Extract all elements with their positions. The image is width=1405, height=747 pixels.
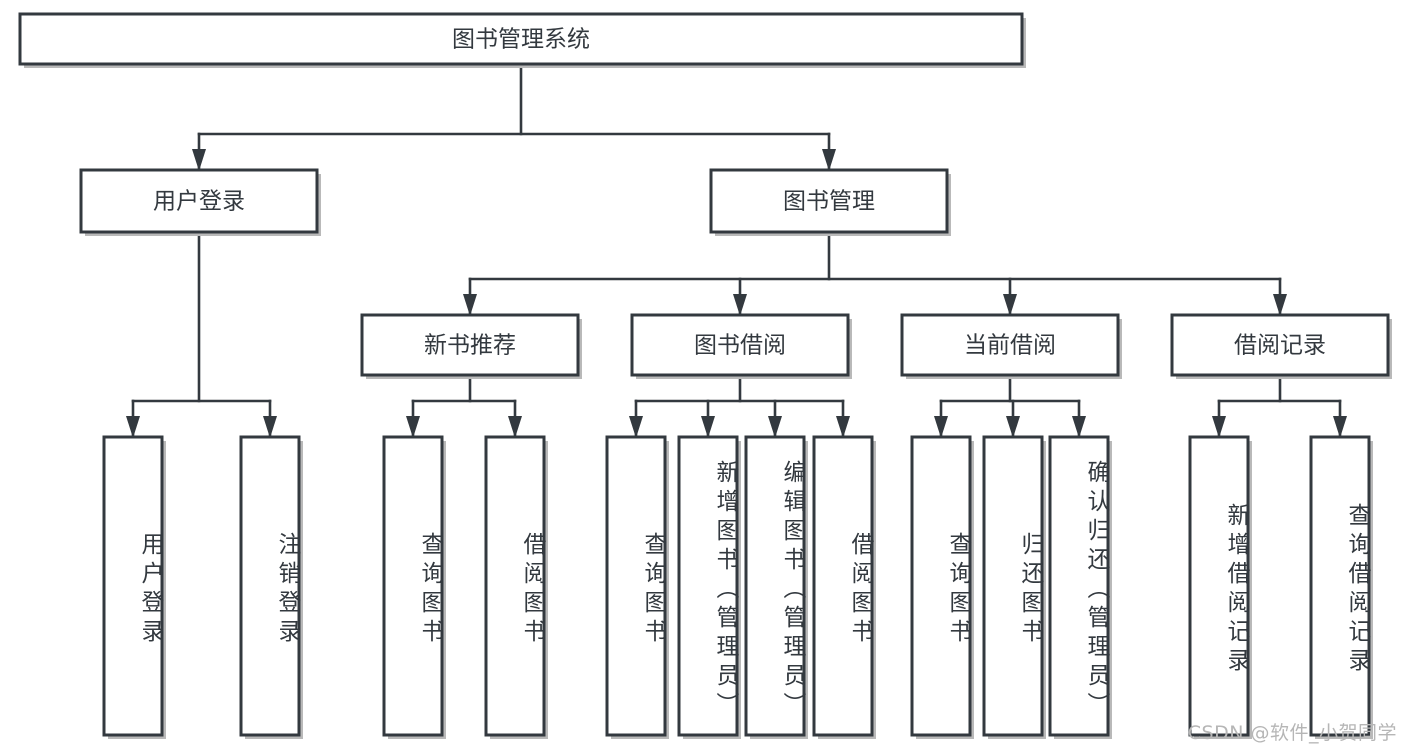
node-label-book-manage: 图书管理	[783, 189, 875, 215]
node-label-root: 图书管理系统	[452, 27, 590, 53]
node-box-leaf-borrow-book-1[interactable]	[484, 435, 546, 737]
node-label-user-login: 用户登录	[153, 189, 245, 215]
arrow-head-icon	[733, 294, 747, 316]
node-box-current-borrow[interactable]	[900, 313, 1120, 377]
arrow-head-icon	[1273, 294, 1287, 316]
node-box-leaf-add-book[interactable]	[677, 435, 739, 737]
arrow-head-icon	[1003, 294, 1017, 316]
node-box-new-book-recommend[interactable]	[360, 313, 580, 377]
arrow-head-icon	[836, 416, 850, 438]
node-box-leaf-query-book-2[interactable]	[605, 435, 667, 737]
arrow-head-icon	[406, 416, 420, 438]
arrow-head-icon	[1072, 416, 1086, 438]
node-box-borrow-record[interactable]	[1170, 313, 1390, 377]
arrow-head-icon	[1333, 416, 1347, 438]
arrow-head-icon	[463, 294, 477, 316]
arrow-head-icon	[1006, 416, 1020, 438]
node-label-current-borrow: 当前借阅	[964, 333, 1056, 359]
arrow-head-icon	[263, 416, 277, 438]
node-label-new-book-recommend: 新书推荐	[424, 333, 516, 359]
node-box-leaf-confirm-return[interactable]	[1048, 435, 1110, 737]
node-box-leaf-user-login[interactable]	[102, 435, 164, 737]
node-box-leaf-return-book[interactable]	[982, 435, 1044, 737]
watermark-text: CSDN @软件_小贺同学	[1187, 722, 1397, 744]
node-box-leaf-logout[interactable]	[239, 435, 301, 737]
arrow-head-icon	[701, 416, 715, 438]
node-box-leaf-query-book-3[interactable]	[910, 435, 972, 737]
node-box-root[interactable]	[18, 12, 1024, 66]
node-label-borrow-record: 借阅记录	[1234, 333, 1326, 359]
node-box-leaf-edit-book[interactable]	[744, 435, 806, 737]
node-label-book-borrow: 图书借阅	[694, 333, 786, 359]
node-box-user-login[interactable]	[79, 168, 319, 234]
arrow-head-icon	[822, 149, 836, 171]
arrow-head-icon	[126, 416, 140, 438]
arrow-head-icon	[629, 416, 643, 438]
node-box-leaf-add-record[interactable]	[1188, 435, 1250, 737]
node-boxes-group	[18, 12, 1392, 739]
arrow-head-icon	[508, 416, 522, 438]
node-box-leaf-query-record[interactable]	[1309, 435, 1371, 737]
arrow-head-icon	[1212, 416, 1226, 438]
node-box-book-borrow[interactable]	[630, 313, 850, 377]
connector-edges-group	[126, 62, 1347, 438]
arrow-head-icon	[768, 416, 782, 438]
node-box-leaf-query-book-1[interactable]	[382, 435, 444, 737]
node-box-leaf-borrow-book-2[interactable]	[812, 435, 874, 737]
arrow-head-icon	[192, 149, 206, 171]
node-box-book-manage[interactable]	[709, 168, 949, 234]
arrow-head-icon	[934, 416, 948, 438]
